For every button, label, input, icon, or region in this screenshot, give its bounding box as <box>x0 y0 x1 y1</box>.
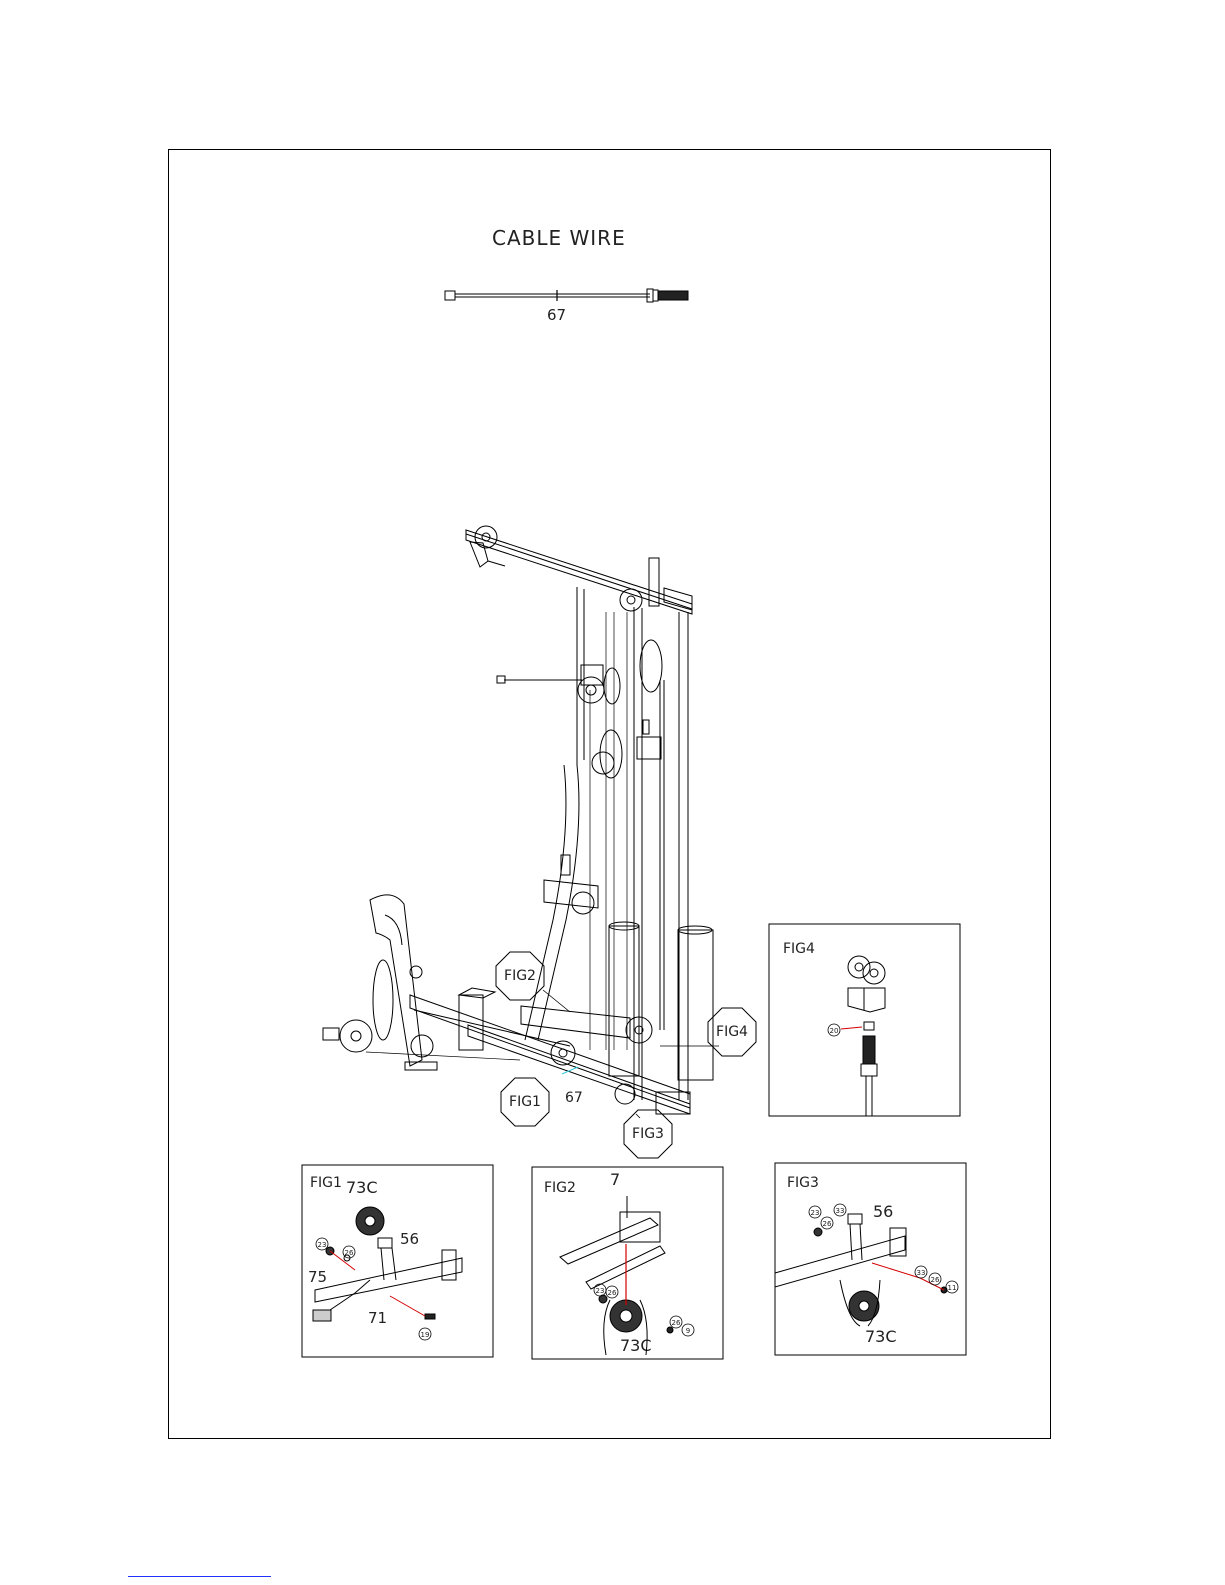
fig4-callout: FIG4 <box>708 1008 756 1056</box>
svg-text:23: 23 <box>811 1209 820 1217</box>
svg-text:75: 75 <box>308 1268 327 1286</box>
svg-text:FIG3: FIG3 <box>632 1126 664 1142</box>
svg-text:26: 26 <box>608 1289 617 1297</box>
svg-text:9: 9 <box>686 1327 690 1335</box>
svg-text:11: 11 <box>948 1284 957 1292</box>
svg-text:26: 26 <box>345 1249 354 1257</box>
fig4-detail: FIG4 20 <box>769 924 960 1116</box>
svg-text:33: 33 <box>836 1207 845 1215</box>
svg-text:56: 56 <box>400 1230 419 1248</box>
svg-text:FIG1: FIG1 <box>509 1094 541 1110</box>
svg-text:23: 23 <box>318 1241 327 1249</box>
svg-text:FIG1: FIG1 <box>310 1175 342 1191</box>
svg-text:7: 7 <box>610 1170 620 1189</box>
svg-text:26: 26 <box>823 1220 832 1228</box>
cable-title: CABLE WIRE <box>492 226 626 250</box>
svg-text:20: 20 <box>830 1027 839 1035</box>
fig3-leader <box>636 1114 640 1118</box>
svg-text:26: 26 <box>931 1276 940 1284</box>
svg-text:56: 56 <box>873 1202 893 1221</box>
svg-text:FIG2: FIG2 <box>544 1180 576 1196</box>
fig1-detail: FIG1 73C 56 75 71 23 26 19 <box>302 1165 493 1357</box>
svg-text:73C: 73C <box>865 1327 897 1346</box>
svg-text:33: 33 <box>917 1269 926 1277</box>
fig1-leader <box>562 1067 578 1074</box>
svg-text:26: 26 <box>672 1319 681 1327</box>
fig2-callout: FIG2 <box>496 952 544 1000</box>
fig3-callout: FIG3 <box>624 1110 672 1158</box>
main-part-67: 67 <box>565 1090 583 1106</box>
svg-text:FIG4: FIG4 <box>716 1024 748 1040</box>
svg-text:73C: 73C <box>346 1178 378 1197</box>
svg-text:23: 23 <box>596 1287 605 1295</box>
fig1-callout: FIG1 <box>501 1078 549 1126</box>
svg-text:FIG4: FIG4 <box>783 941 815 957</box>
svg-text:71: 71 <box>368 1309 387 1327</box>
svg-text:FIG2: FIG2 <box>504 968 536 984</box>
cable-wire-drawing <box>445 289 688 302</box>
footer-link-underline[interactable] <box>128 1576 271 1577</box>
cable-part-number: 67 <box>547 306 566 324</box>
svg-text:FIG3: FIG3 <box>787 1175 819 1191</box>
fig2-detail: FIG2 7 73C 23 26 26 9 <box>532 1167 723 1359</box>
svg-text:19: 19 <box>421 1331 430 1339</box>
fig3-detail: FIG3 56 73C 23 26 33 33 26 11 <box>775 1163 966 1355</box>
gym-machine-drawing <box>323 526 713 1114</box>
